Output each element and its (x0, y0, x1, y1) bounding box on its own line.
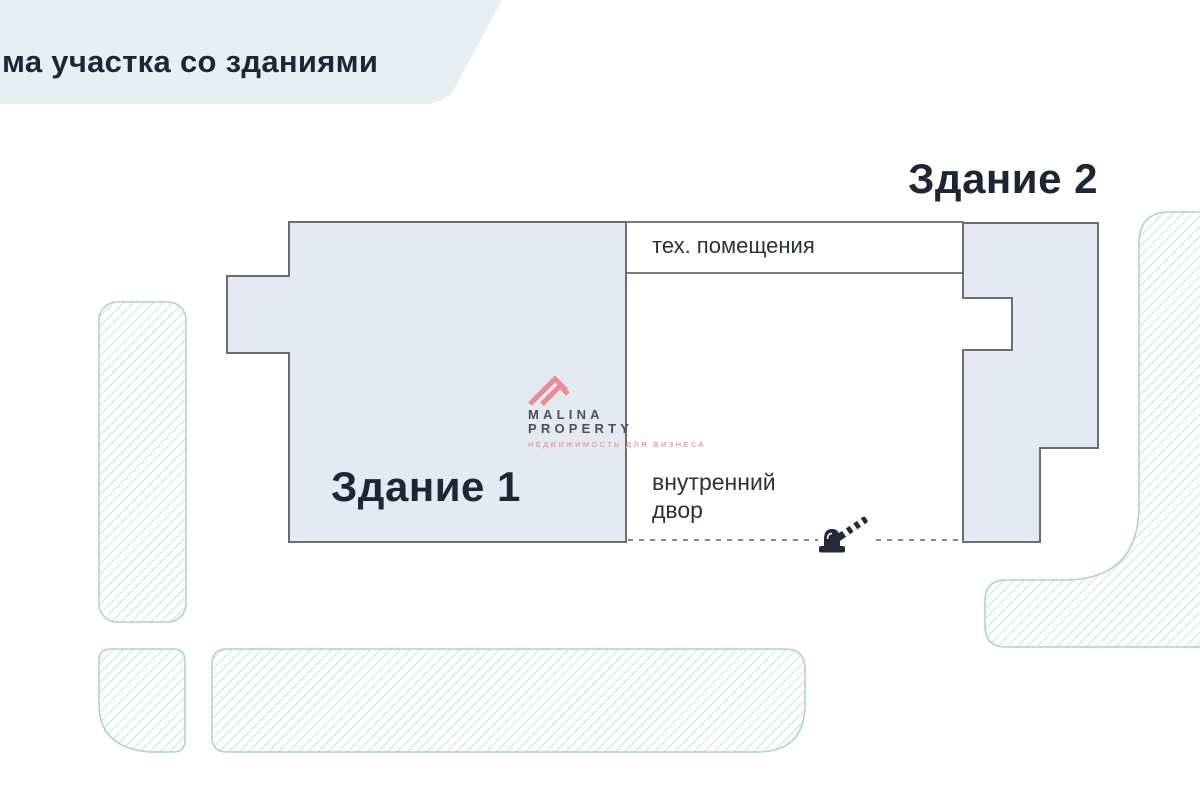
building-1-label: Здание 1 (331, 463, 521, 510)
barrier-icon (819, 516, 868, 553)
mountain-peaks-icon (528, 376, 570, 406)
building-2-shape (962, 222, 1099, 543)
green-area-left-tall (98, 301, 187, 623)
logo-name: MALINA PROPERTY (528, 406, 633, 436)
tech-rooms-label: тех. помещения (652, 233, 815, 258)
header-shape (0, 0, 502, 104)
courtyard-label: внутренний двор (652, 469, 776, 523)
green-area-bottom-long (211, 648, 806, 753)
watermark-logo: MALINA PROPERTY НЕДВИЖИМОСТЬ ДЛЯ БИЗНЕСА (528, 376, 704, 449)
logo-tagline: НЕДВИЖИМОСТЬ ДЛЯ БИЗНЕСА (528, 440, 706, 449)
green-area-left-small (98, 648, 186, 753)
building-1-shape (226, 221, 627, 543)
building-2-label: Здание 2 (908, 155, 1098, 202)
green-area-right (984, 211, 1200, 648)
logo-name-line1: MALINA (528, 407, 604, 422)
logo-name-line2: PROPERTY (528, 421, 634, 436)
page-title: ма участка со зданиями (2, 44, 379, 79)
